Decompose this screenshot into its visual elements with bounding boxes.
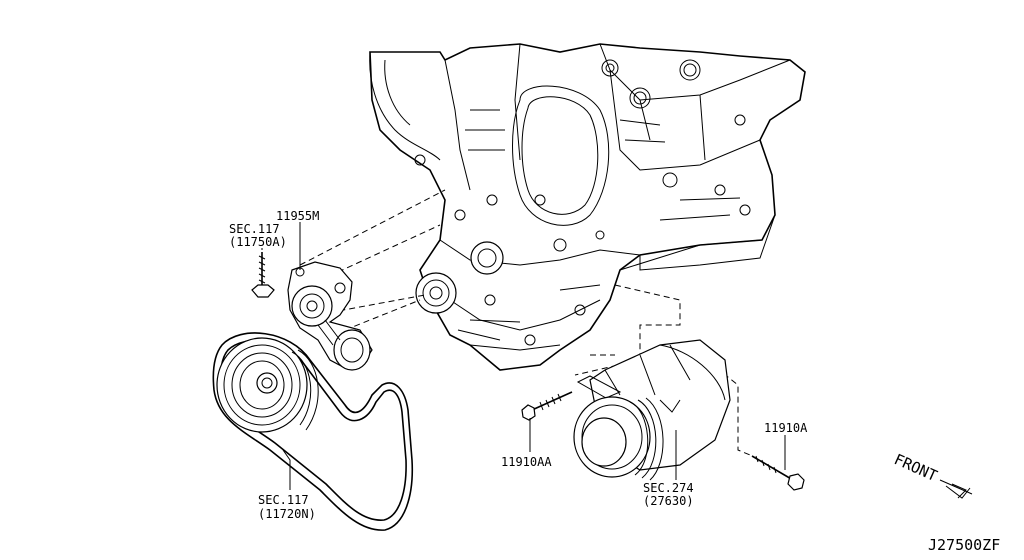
label-front: FRONT <box>891 450 940 485</box>
label-tensioner-part: 11955M <box>276 209 319 223</box>
callout-leaders <box>261 222 786 490</box>
engine-block <box>369 43 806 371</box>
label-compressor-sec: SEC.274 <box>643 481 694 495</box>
label-compressor-ref: (27630) <box>643 494 694 508</box>
ac-compressor <box>573 339 731 481</box>
tensioner-bolt <box>251 252 275 298</box>
label-tensioner-bolt-ref: (11750A) <box>229 235 287 249</box>
front-arrow-icon <box>939 479 973 499</box>
bolt-11910a <box>751 455 805 491</box>
bolt-11910aa <box>521 391 573 421</box>
drive-belt <box>212 332 414 531</box>
label-tensioner-bolt-sec: SEC.117 <box>229 222 280 236</box>
label-bolt-long: 11910A <box>764 421 808 435</box>
label-belt-sec: SEC.117 <box>258 493 309 507</box>
diagram-id: J27500ZF <box>928 536 1000 554</box>
belt-tensioner <box>287 261 373 371</box>
label-bolt-short: 11910AA <box>501 455 552 469</box>
label-belt-ref: (11720N) <box>258 507 316 521</box>
